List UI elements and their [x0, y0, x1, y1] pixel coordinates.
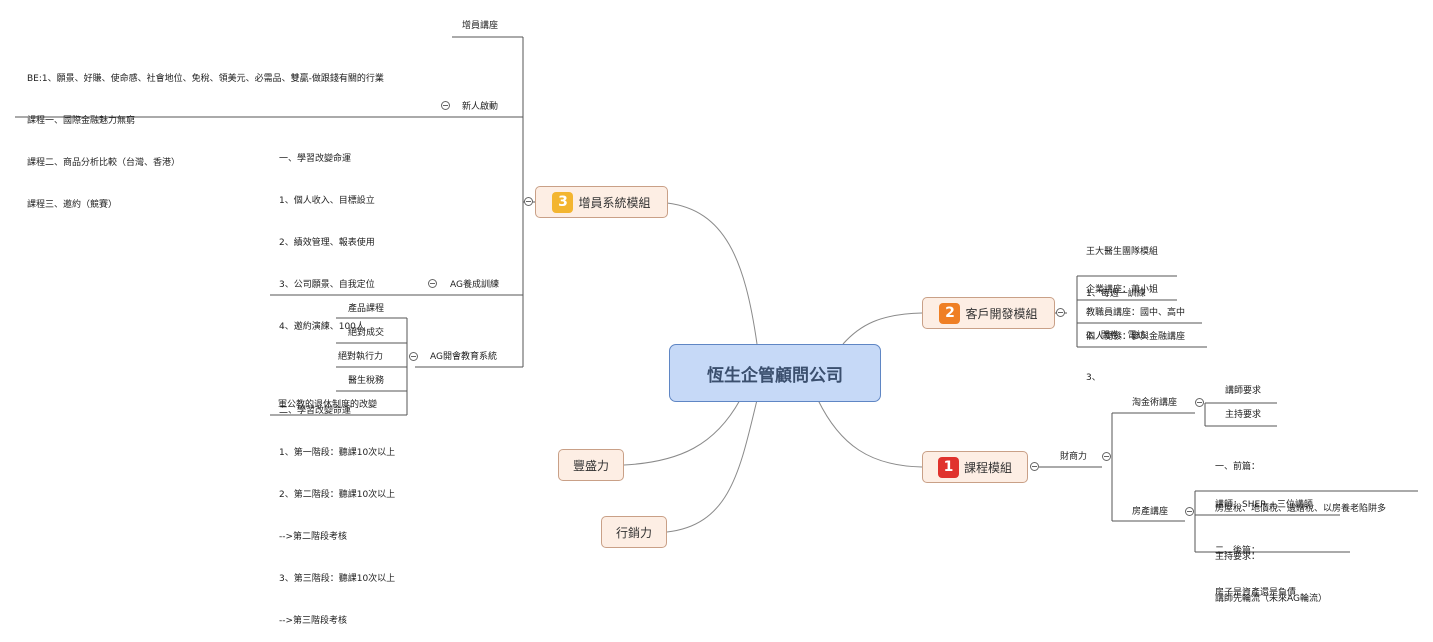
note-newcomer-courses: BE:1、願景、好賺、使命感、社會地位、免稅、領美元、必需品、雙贏-做跟錢有關的… [27, 74, 384, 210]
topic-label: 行銷力 [615, 525, 652, 540]
topic-abundance[interactable]: 豐盛力 [558, 449, 624, 481]
note-dr-wang-team: 王大醫生團隊模組 1、每週一訓練 2、問卷、電訪 3、 [1086, 247, 1159, 383]
collapse-toggle-icon[interactable] [1195, 398, 1204, 407]
node-retirement-change[interactable]: 軍公教的退休制度的改變 [278, 400, 378, 410]
node-corporate-seminar[interactable]: 企業講座：蕭小姐 [1086, 285, 1159, 295]
collapse-toggle-icon[interactable] [428, 279, 437, 288]
note-host-requirements: 主持要求： 講師先輪流（未來AG輪流） [1215, 552, 1327, 604]
node-absolute-execution[interactable]: 絕對執行力 [338, 352, 384, 362]
collapse-toggle-icon[interactable] [1185, 507, 1194, 516]
connector-lines [15, 36, 1418, 553]
node-financial-iq[interactable]: 財商力 [1060, 452, 1088, 462]
collapse-toggle-icon[interactable] [1102, 452, 1111, 461]
node-ag-training[interactable]: AG養成訓練 [450, 280, 499, 290]
priority-badge: 3 [552, 191, 574, 213]
central-topic[interactable]: 恆生企管顧問公司 [669, 344, 881, 402]
node-gold-seminar[interactable]: 淘金術講座 [1132, 398, 1178, 408]
topic-label: 課程模組 [963, 460, 1012, 475]
node-recruit-seminar[interactable]: 增員講座 [462, 21, 499, 31]
node-newcomer-launch[interactable]: 新人啟動 [462, 102, 499, 112]
node-lecturer[interactable]: 講師：SHER +三位講師 [1215, 500, 1313, 510]
node-product-course[interactable]: 產品課程 [348, 304, 385, 314]
node-ag-meeting-education[interactable]: AG開會教育系統 [430, 352, 497, 362]
node-absolute-closing[interactable]: 絕對成交 [348, 328, 385, 338]
topic-label: 增員系統模組 [578, 195, 651, 210]
collapse-toggle-icon[interactable] [441, 101, 450, 110]
collapse-toggle-icon[interactable] [409, 352, 418, 361]
node-staff-seminar[interactable]: 教職員講座：國中、高中 [1086, 308, 1186, 318]
topic-marketing[interactable]: 行銷力 [601, 516, 667, 548]
collapse-toggle-icon[interactable] [1030, 462, 1039, 471]
collapse-toggle-icon[interactable] [1056, 308, 1065, 317]
node-real-estate-seminar[interactable]: 房產講座 [1132, 507, 1169, 517]
node-lecturer-requirements[interactable]: 講師要求 [1225, 386, 1262, 396]
topic-client-development-module[interactable]: 2 客戶開發模組 [922, 297, 1055, 329]
collapse-toggle-icon[interactable] [524, 197, 533, 206]
topic-label: 豐盛力 [572, 458, 609, 473]
node-host-requirements[interactable]: 主持要求 [1225, 410, 1262, 420]
node-doctor-tax[interactable]: 醫生稅務 [348, 376, 385, 386]
priority-badge: 1 [937, 456, 959, 478]
topic-label: 客戶開發模組 [965, 306, 1038, 321]
topic-course-module[interactable]: 1 課程模組 [922, 451, 1028, 483]
priority-badge: 2 [939, 302, 961, 324]
node-personal-development[interactable]: 個人開發：參與金融講座 [1086, 332, 1186, 342]
topic-recruitment-module[interactable]: 3 增員系統模組 [535, 186, 668, 218]
